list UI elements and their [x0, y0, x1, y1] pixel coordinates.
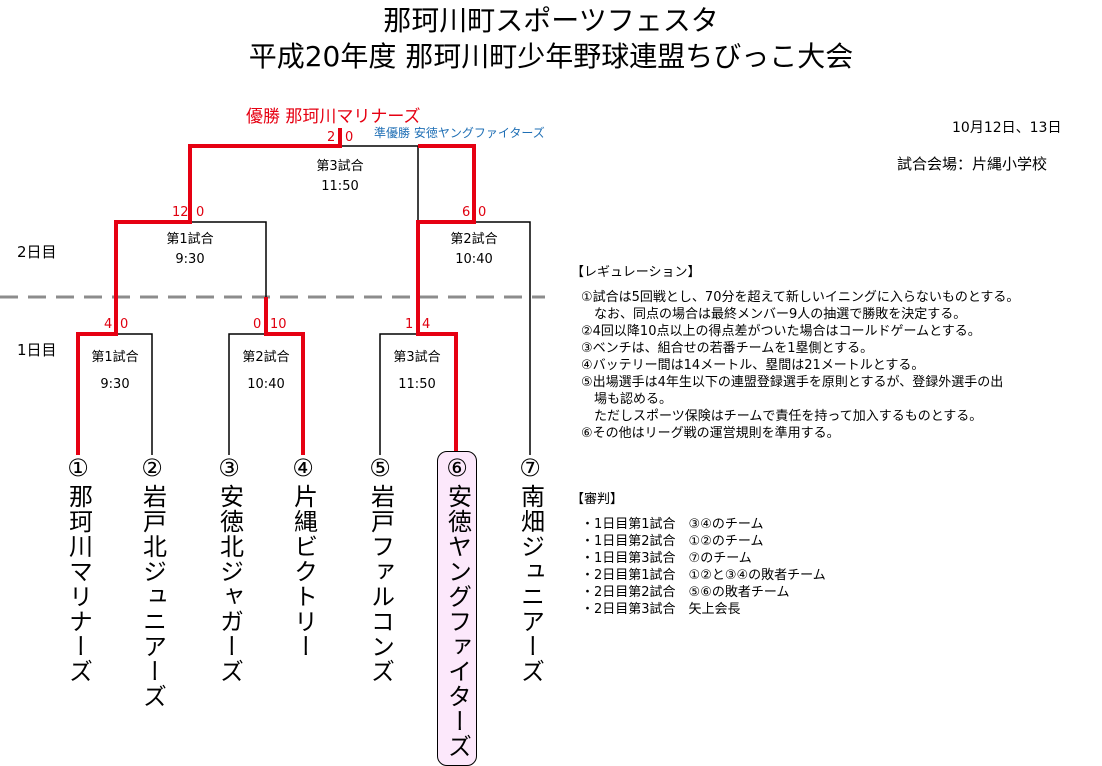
- line-team3: [228, 333, 266, 455]
- match-d2-1-name: 第1試合: [166, 232, 214, 247]
- score-d2m1-left: 12: [172, 205, 189, 220]
- team-5: ⑤ 岩戸ファルコンズ: [362, 454, 398, 685]
- referee-line: ・1日目第1試合 ③④のチーム: [581, 517, 764, 532]
- venue-label: 試合会場：片縄小学校: [897, 155, 1048, 173]
- team-1-number: ①: [67, 454, 89, 482]
- win-path-team1: [76, 128, 342, 455]
- team-7: ⑦ 南畑ジュニアーズ: [512, 454, 548, 685]
- match-d2-1: 第1試合 9:30: [150, 230, 230, 270]
- score-d1m3-right: 4: [422, 317, 431, 332]
- referee-line: ・2日目第3試合 矢上会長: [581, 602, 741, 617]
- regulation-line: ⑤出場選手は4年生以下の連盟登録選手を原則とするが、登録外選手の出: [581, 375, 1004, 390]
- match-d2-2: 第2試合 10:40: [434, 230, 514, 270]
- team-4-name: 片縄ビクトリー: [289, 484, 318, 659]
- win-path-team6: [416, 144, 476, 455]
- regulation-line: ただしスポーツ保険はチームで責任を持って加入するものとする。: [581, 409, 983, 424]
- regulation-line: ③ベンチは、組合せの若番チームを1塁側とする。: [581, 341, 874, 356]
- score-d1m3-left: 1: [405, 317, 414, 332]
- referee-heading: 【審判】: [571, 492, 624, 507]
- team-1-name: 那珂川マリナーズ: [64, 484, 93, 684]
- match-d1-3-time: 11:50: [398, 377, 436, 392]
- title-line2: 平成20年度 那珂川町少年野球連盟ちびっこ大会: [248, 40, 854, 73]
- match-final: 第3試合 11:50: [300, 157, 380, 197]
- score-d1m1-left: 4: [104, 317, 113, 332]
- referee-line: ・2日目第1試合 ①②と③④の敗者チーム: [581, 568, 826, 583]
- team-4-number: ④: [292, 454, 314, 482]
- match-d2-2-name: 第2試合: [450, 232, 498, 247]
- match-d2-1-time: 9:30: [175, 252, 205, 267]
- regulation-line: ①試合は5回戦とし、70分を超えて新しいイニングに入らないものとする。: [581, 290, 1020, 305]
- score-final-left: 2: [327, 130, 336, 145]
- regulation-line: なお、同点の場合は最終メンバー9人の抽選で勝敗を決定する。: [581, 307, 967, 322]
- regulation-heading: 【レギュレーション】: [571, 265, 701, 280]
- team-4: ④ 片縄ビクトリー: [285, 454, 321, 660]
- referee-line: ・1日目第2試合 ①②のチーム: [581, 534, 764, 549]
- team-6: ⑥ 安徳ヤングファイターズ: [437, 451, 477, 766]
- referee-section: 【審判】 ・1日目第1試合 ③④のチーム ・1日目第2試合 ①②のチーム ・1日…: [571, 491, 826, 618]
- day2-label: 2日目: [17, 243, 57, 261]
- title-line1: 那珂川町スポーツフェスタ: [383, 4, 719, 37]
- score-d2m2-left: 6: [462, 205, 471, 220]
- team-5-name: 岩戸ファルコンズ: [366, 484, 395, 684]
- match-d2-2-time: 10:40: [455, 252, 493, 267]
- score-d2m2-right: 0: [478, 205, 487, 220]
- match-final-name: 第3試合: [316, 159, 364, 174]
- win-path-team4: [264, 297, 305, 455]
- team-3-number: ③: [218, 454, 240, 482]
- line-team7: [474, 221, 531, 455]
- match-d1-3-name: 第3試合: [393, 350, 441, 365]
- team-1: ① 那珂川マリナーズ: [60, 454, 96, 685]
- runner-up-label: 準優勝 安徳ヤングファイターズ: [374, 126, 545, 140]
- team-6-number: ⑥: [446, 454, 468, 482]
- regulation-line: ⑥その他はリーグ戦の運営規則を準用する。: [581, 426, 840, 441]
- score-final-right: 0: [345, 130, 354, 145]
- day1-label: 1日目: [17, 341, 57, 359]
- team-6-name: 安徳ヤングファイターズ: [443, 484, 472, 759]
- match-d1-2-time: 10:40: [247, 377, 285, 392]
- team-2-name: 岩戸北ジュニアーズ: [138, 484, 167, 709]
- match-d1-1: 第1試合 9:30: [75, 344, 155, 398]
- team-2-number: ②: [141, 454, 163, 482]
- match-d1-2: 第2試合 10:40: [226, 344, 306, 398]
- dates-label: 10月12日、13日: [952, 120, 1062, 136]
- score-d2m1-right: 0: [196, 205, 205, 220]
- match-final-time: 11:50: [321, 179, 359, 194]
- referee-line: ・1日目第3試合 ⑦のチーム: [581, 551, 752, 566]
- score-d1m1-right: 0: [120, 317, 129, 332]
- team-3: ③ 安徳北ジャガーズ: [211, 454, 247, 685]
- regulation-line: ②4回以降10点以上の得点差がついた場合はコールドゲームとする。: [581, 324, 981, 339]
- score-d1m2-right: 10: [270, 317, 287, 332]
- match-d1-1-time: 9:30: [100, 377, 130, 392]
- score-d1m2-left: 0: [253, 317, 262, 332]
- team-5-number: ⑤: [369, 454, 391, 482]
- regulation-line: ④バッテリー間は14メートル、塁間は21メートルとする。: [581, 358, 925, 373]
- regulation-section: 【レギュレーション】 ①試合は5回戦とし、70分を超えて新しいイニングに入らない…: [571, 264, 1019, 442]
- match-d1-1-name: 第1試合: [91, 350, 139, 365]
- line-semi1-right: [190, 221, 267, 297]
- team-3-name: 安徳北ジャガーズ: [215, 484, 244, 684]
- team-2: ② 岩戸北ジュニアーズ: [134, 454, 170, 710]
- referee-line: ・2日目第2試合 ⑤⑥の敗者チーム: [581, 585, 790, 600]
- team-7-name: 南畑ジュニアーズ: [516, 484, 545, 684]
- match-d1-3: 第3試合 11:50: [377, 344, 457, 398]
- line-team2: [116, 333, 153, 455]
- regulation-line: 場も認める。: [581, 392, 673, 407]
- team-7-number: ⑦: [519, 454, 541, 482]
- match-d1-2-name: 第2試合: [242, 350, 290, 365]
- line-team5: [379, 333, 418, 455]
- champion-label: 優勝 那珂川マリナーズ: [246, 107, 421, 127]
